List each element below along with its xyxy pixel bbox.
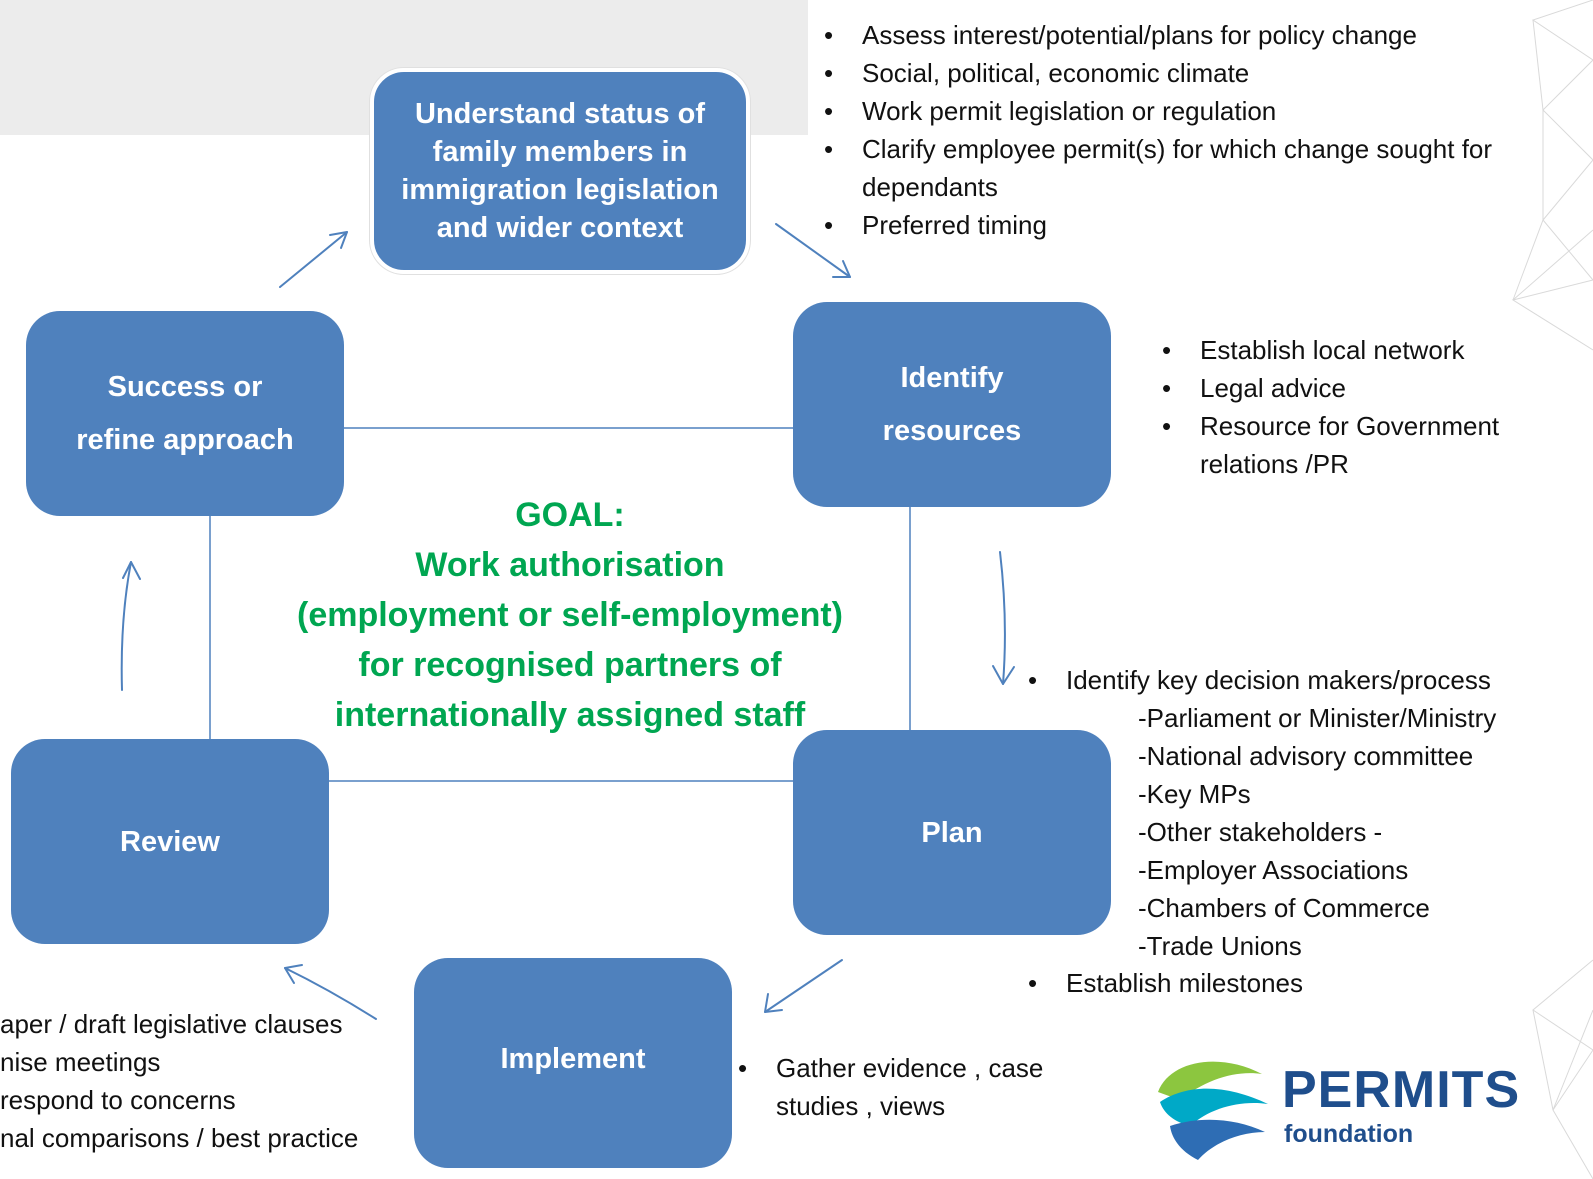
notes-implement-right: Gather evidence , case studies , views [738, 1049, 1083, 1125]
note-item: respond to concerns [0, 1085, 236, 1115]
logo-wordmark: PERMITS [1282, 1061, 1521, 1119]
note-sub-item: -Employer Associations [1138, 855, 1409, 885]
step-identify-line: Identify [900, 361, 1004, 394]
step-understand-line: and wider context [436, 212, 684, 244]
note-item: Establish milestones [1028, 964, 1428, 1002]
note-sub-item: -Chambers of Commerce [1138, 893, 1430, 923]
note-item: Clarify employee permit(s) for which cha… [824, 130, 1544, 206]
note-sub-item: -Key MPs [1138, 779, 1251, 809]
step-implement-box: Implement [414, 958, 732, 1168]
step-review-label: Review [120, 825, 220, 858]
note-item: Legal advice [1162, 369, 1542, 407]
note-sub-item: -Parliament or Minister/Ministry [1138, 703, 1497, 733]
notes-plan-last: Establish milestones [1028, 964, 1428, 1002]
goal-line: GOAL: [515, 496, 625, 534]
note-item: Gather evidence , case studies , views [738, 1049, 1083, 1125]
note-item: aper / draft legislative clauses [0, 1009, 343, 1039]
arrow-identify-to-plan [992, 551, 1015, 685]
note-item: Identify key decision makers/process [1028, 661, 1568, 699]
note-sub-item: -Other stakeholders - [1138, 817, 1383, 847]
step-review-box: Review [11, 739, 329, 944]
step-understand-line: family members in [432, 136, 688, 168]
arrow-success-to-understand [279, 231, 348, 288]
step-understand-line: Understand status of [414, 98, 706, 130]
step-success-box: Success or refine approach [26, 311, 344, 516]
notes-plan-sub: -Parliament or Minister/Ministry -Nation… [1138, 699, 1496, 965]
notes-understand: Assess interest/potential/plans for poli… [824, 16, 1544, 244]
note-item: Assess interest/potential/plans for poli… [824, 16, 1544, 54]
goal-text: GOAL: Work authorisation (employment or … [235, 490, 905, 740]
arrow-plan-to-implement [764, 959, 843, 1013]
note-item: Social, political, economic climate [824, 54, 1544, 92]
step-plan-box: Plan [793, 730, 1111, 935]
step-implement-label: Implement [500, 1043, 646, 1075]
step-identify-box: Identify resources [793, 302, 1111, 507]
note-item: Resource for Government relations /PR [1162, 407, 1542, 483]
note-item: nal comparisons / best practice [0, 1123, 359, 1153]
permits-logo: PERMITS foundation [1150, 1052, 1530, 1162]
step-success-line: refine approach [76, 423, 294, 456]
goal-line: (employment or self-employment) [297, 596, 843, 634]
logo-tagline: foundation [1284, 1120, 1414, 1148]
notes-implement-left: aper / draft legislative clauses nise me… [0, 1005, 390, 1179]
permits-logo-mark-icon [1158, 1061, 1268, 1160]
step-understand-box: Understand status of family members in i… [370, 68, 750, 274]
notes-plan-main: Identify key decision makers/process [1028, 661, 1568, 699]
note-item: Establish local network [1162, 331, 1542, 369]
note-item: nise meetings [0, 1047, 161, 1077]
note-item: Work permit legislation or regulation [824, 92, 1544, 130]
goal-line: for recognised partners of [358, 646, 782, 684]
note-sub-item: -Trade Unions [1138, 931, 1302, 961]
note-sub-item: -National advisory committee [1138, 741, 1474, 771]
step-identify-line: resources [882, 414, 1022, 447]
step-understand-line: immigration legislation [401, 174, 719, 206]
goal-line: Work authorisation [415, 546, 725, 584]
arrow-review-to-success [120, 561, 141, 691]
notes-identify: Establish local network Legal advice Res… [1162, 331, 1542, 483]
step-success-line: Success or [107, 370, 263, 403]
goal-line: internationally assigned staff [334, 696, 806, 734]
step-plan-label: Plan [921, 816, 983, 849]
note-item: Preferred timing [824, 206, 1544, 244]
